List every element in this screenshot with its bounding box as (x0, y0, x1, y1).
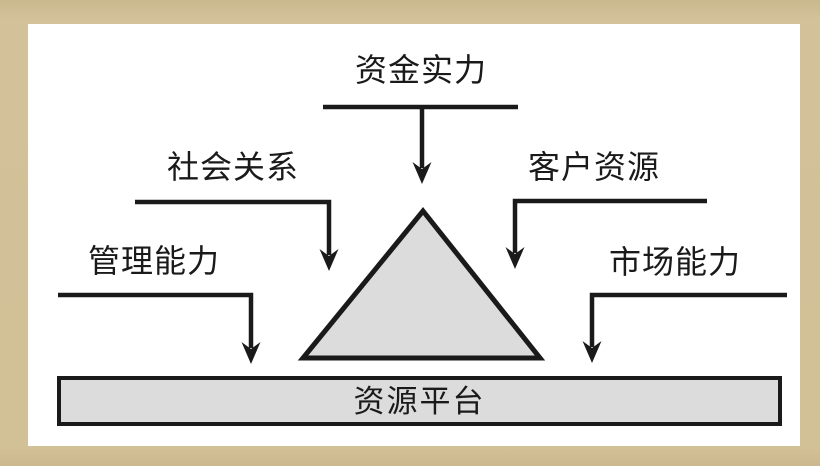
label-customer-resources: 客户资源 (527, 149, 660, 185)
arrow-capital-strength (323, 104, 518, 184)
label-social-relations: 社会关系 (166, 149, 299, 185)
arrow-management-ability (58, 292, 261, 364)
label-management-ability: 管理能力 (87, 243, 220, 279)
diagram-drawing (57, 104, 787, 426)
label-resource-platform: 资源平台 (353, 384, 486, 419)
core-triangle-shape (297, 207, 546, 361)
diagram-panel: 资金实力 社会关系 客户资源 管理能力 市场能力 资源平台 (28, 24, 800, 446)
label-capital-strength: 资金实力 (354, 52, 487, 88)
platform-bar (57, 376, 782, 426)
arrow-market-ability (582, 292, 787, 363)
arrow-customer-resources (505, 198, 707, 269)
label-market-ability: 市场能力 (608, 244, 741, 280)
arrow-social-relations (135, 199, 339, 271)
